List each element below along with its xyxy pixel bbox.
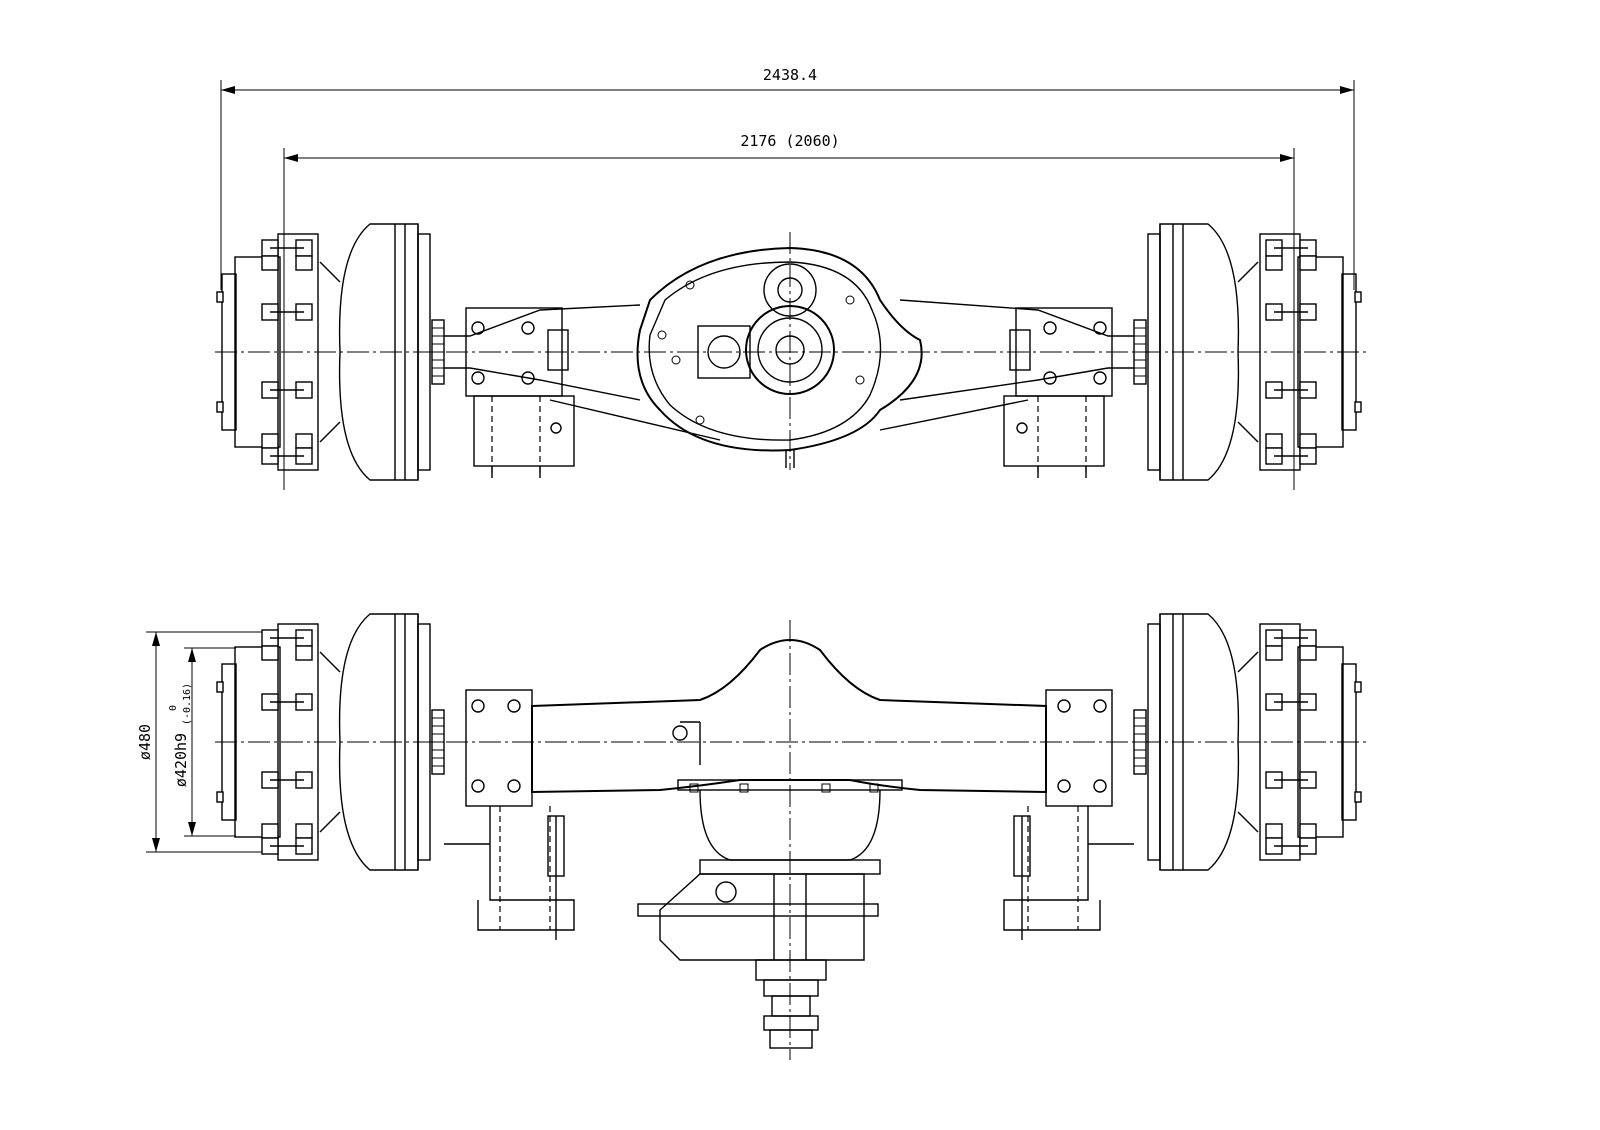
- track-width-label: 2176 (2060): [740, 132, 839, 150]
- left-spring-seat: [465, 307, 575, 478]
- spigot-diameter-label: ø420h9: [172, 733, 190, 787]
- right-bracket-front: [1003, 689, 1134, 940]
- dimension-overall-width: 2438.4: [220, 66, 1355, 290]
- spigot-tolerance-lower: (-0.16): [182, 683, 193, 725]
- left-bracket-front: [444, 689, 575, 940]
- spigot-tolerance-upper: 0: [168, 705, 179, 711]
- dimension-flange-diameter: ø480: [136, 631, 262, 853]
- dimension-track-width: 2176 (2060): [283, 132, 1295, 490]
- front-view: ø480 ø420h9 0 (-0.16): [136, 613, 1370, 1060]
- axle-housing-body: [531, 620, 1047, 1060]
- dimension-spigot-diameter: ø420h9 0 (-0.16): [168, 647, 236, 837]
- differential-housing: [636, 232, 923, 470]
- flange-diameter-label: ø480: [136, 724, 154, 760]
- gearbox-assembly: [637, 779, 903, 1049]
- overall-width-label: 2438.4: [763, 66, 817, 84]
- top-view: 2438.4 2176 (2060): [215, 66, 1370, 490]
- right-spring-seat: [1003, 307, 1113, 478]
